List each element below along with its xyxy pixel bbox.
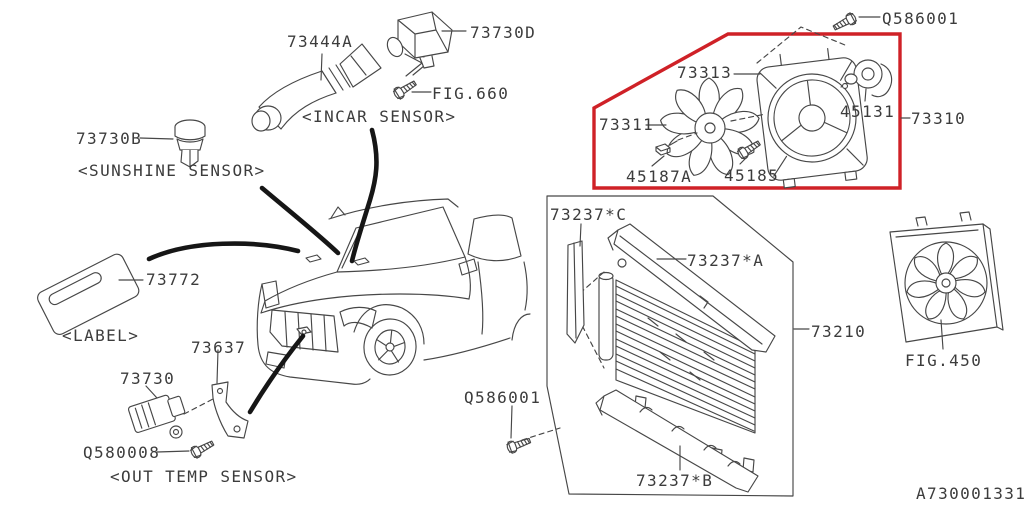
- condenser-screw-dash-line: [521, 427, 561, 441]
- part-label-73444A: 73444A: [287, 32, 354, 51]
- nut-dash-line: [677, 132, 698, 141]
- incar-sensor-illustration: [386, 11, 453, 69]
- condenser-lower-bracket-illustration: [595, 389, 759, 493]
- part-label-73237A: 73237*A: [687, 251, 765, 270]
- part-label-Q586001-bottom: Q586001: [464, 388, 542, 407]
- part-label-45185: 45185: [724, 166, 780, 185]
- radiator-fan-illustration: [889, 211, 1004, 343]
- caption-sunshine-sensor: <SUNSHINE SENSOR>: [78, 161, 266, 180]
- fig660-screw-icon: [391, 77, 419, 102]
- sunshine-sensor-illustration: [174, 119, 206, 168]
- condenser-upper-bracket-illustration: [607, 223, 776, 353]
- out-temp-sensor-illustration: [127, 394, 186, 439]
- fan-blade-illustration: [660, 77, 760, 176]
- part-label-73730B: 73730B: [76, 129, 143, 148]
- part-label-Q586001-top: Q586001: [882, 9, 960, 28]
- part-label-73730: 73730: [120, 369, 176, 388]
- figure-ref-fig660: FIG.660: [432, 84, 510, 103]
- fan-motor-illustration: [840, 59, 893, 98]
- fan-top-screw-icon: [830, 11, 859, 34]
- fan-assembly-highlight-box: [592, 32, 902, 190]
- out-temp-screw-icon: [188, 437, 217, 460]
- condenser-seal-illustration: [566, 240, 585, 344]
- figure-ref-fig450: FIG.450: [905, 351, 983, 370]
- caption-label: <LABEL>: [62, 326, 140, 345]
- part-label-Q580008: Q580008: [83, 443, 161, 462]
- label-leader-lines: [118, 16, 944, 471]
- part-label-73210: 73210: [811, 322, 867, 341]
- fan-shroud-illustration: [730, 26, 868, 189]
- caption-out-temp-sensor: <OUT TEMP SENSOR>: [110, 467, 298, 486]
- part-label-73311: 73311: [599, 115, 655, 134]
- part-label-73237B: 73237*B: [636, 471, 714, 490]
- part-label-73313: 73313: [677, 63, 733, 82]
- part-label-73730D: 73730D: [470, 23, 537, 42]
- part-label-45187A: 45187A: [626, 167, 693, 186]
- part-label-73772: 73772: [146, 270, 202, 289]
- part-label-73310: 73310: [911, 109, 967, 128]
- part-label-73637: 73637: [191, 338, 247, 357]
- bracket-illustration: [211, 381, 249, 439]
- fan-nut-icon: [655, 140, 678, 156]
- leader-curves: [146, 127, 379, 415]
- drawing-code: A730001331: [916, 484, 1024, 503]
- incar-duct-illustration: [251, 43, 382, 132]
- part-label-45131: 45131: [840, 102, 896, 121]
- condenser-assembly-boundary: [546, 195, 794, 497]
- condenser-screw-icon: [505, 434, 533, 455]
- part-label-73237C: 73237*C: [550, 205, 628, 224]
- vehicle-label-illustration: [37, 253, 140, 335]
- car-illustration: [256, 198, 531, 385]
- caption-incar-sensor: <INCAR SENSOR>: [302, 107, 457, 126]
- assembly-dash-line: [183, 398, 214, 415]
